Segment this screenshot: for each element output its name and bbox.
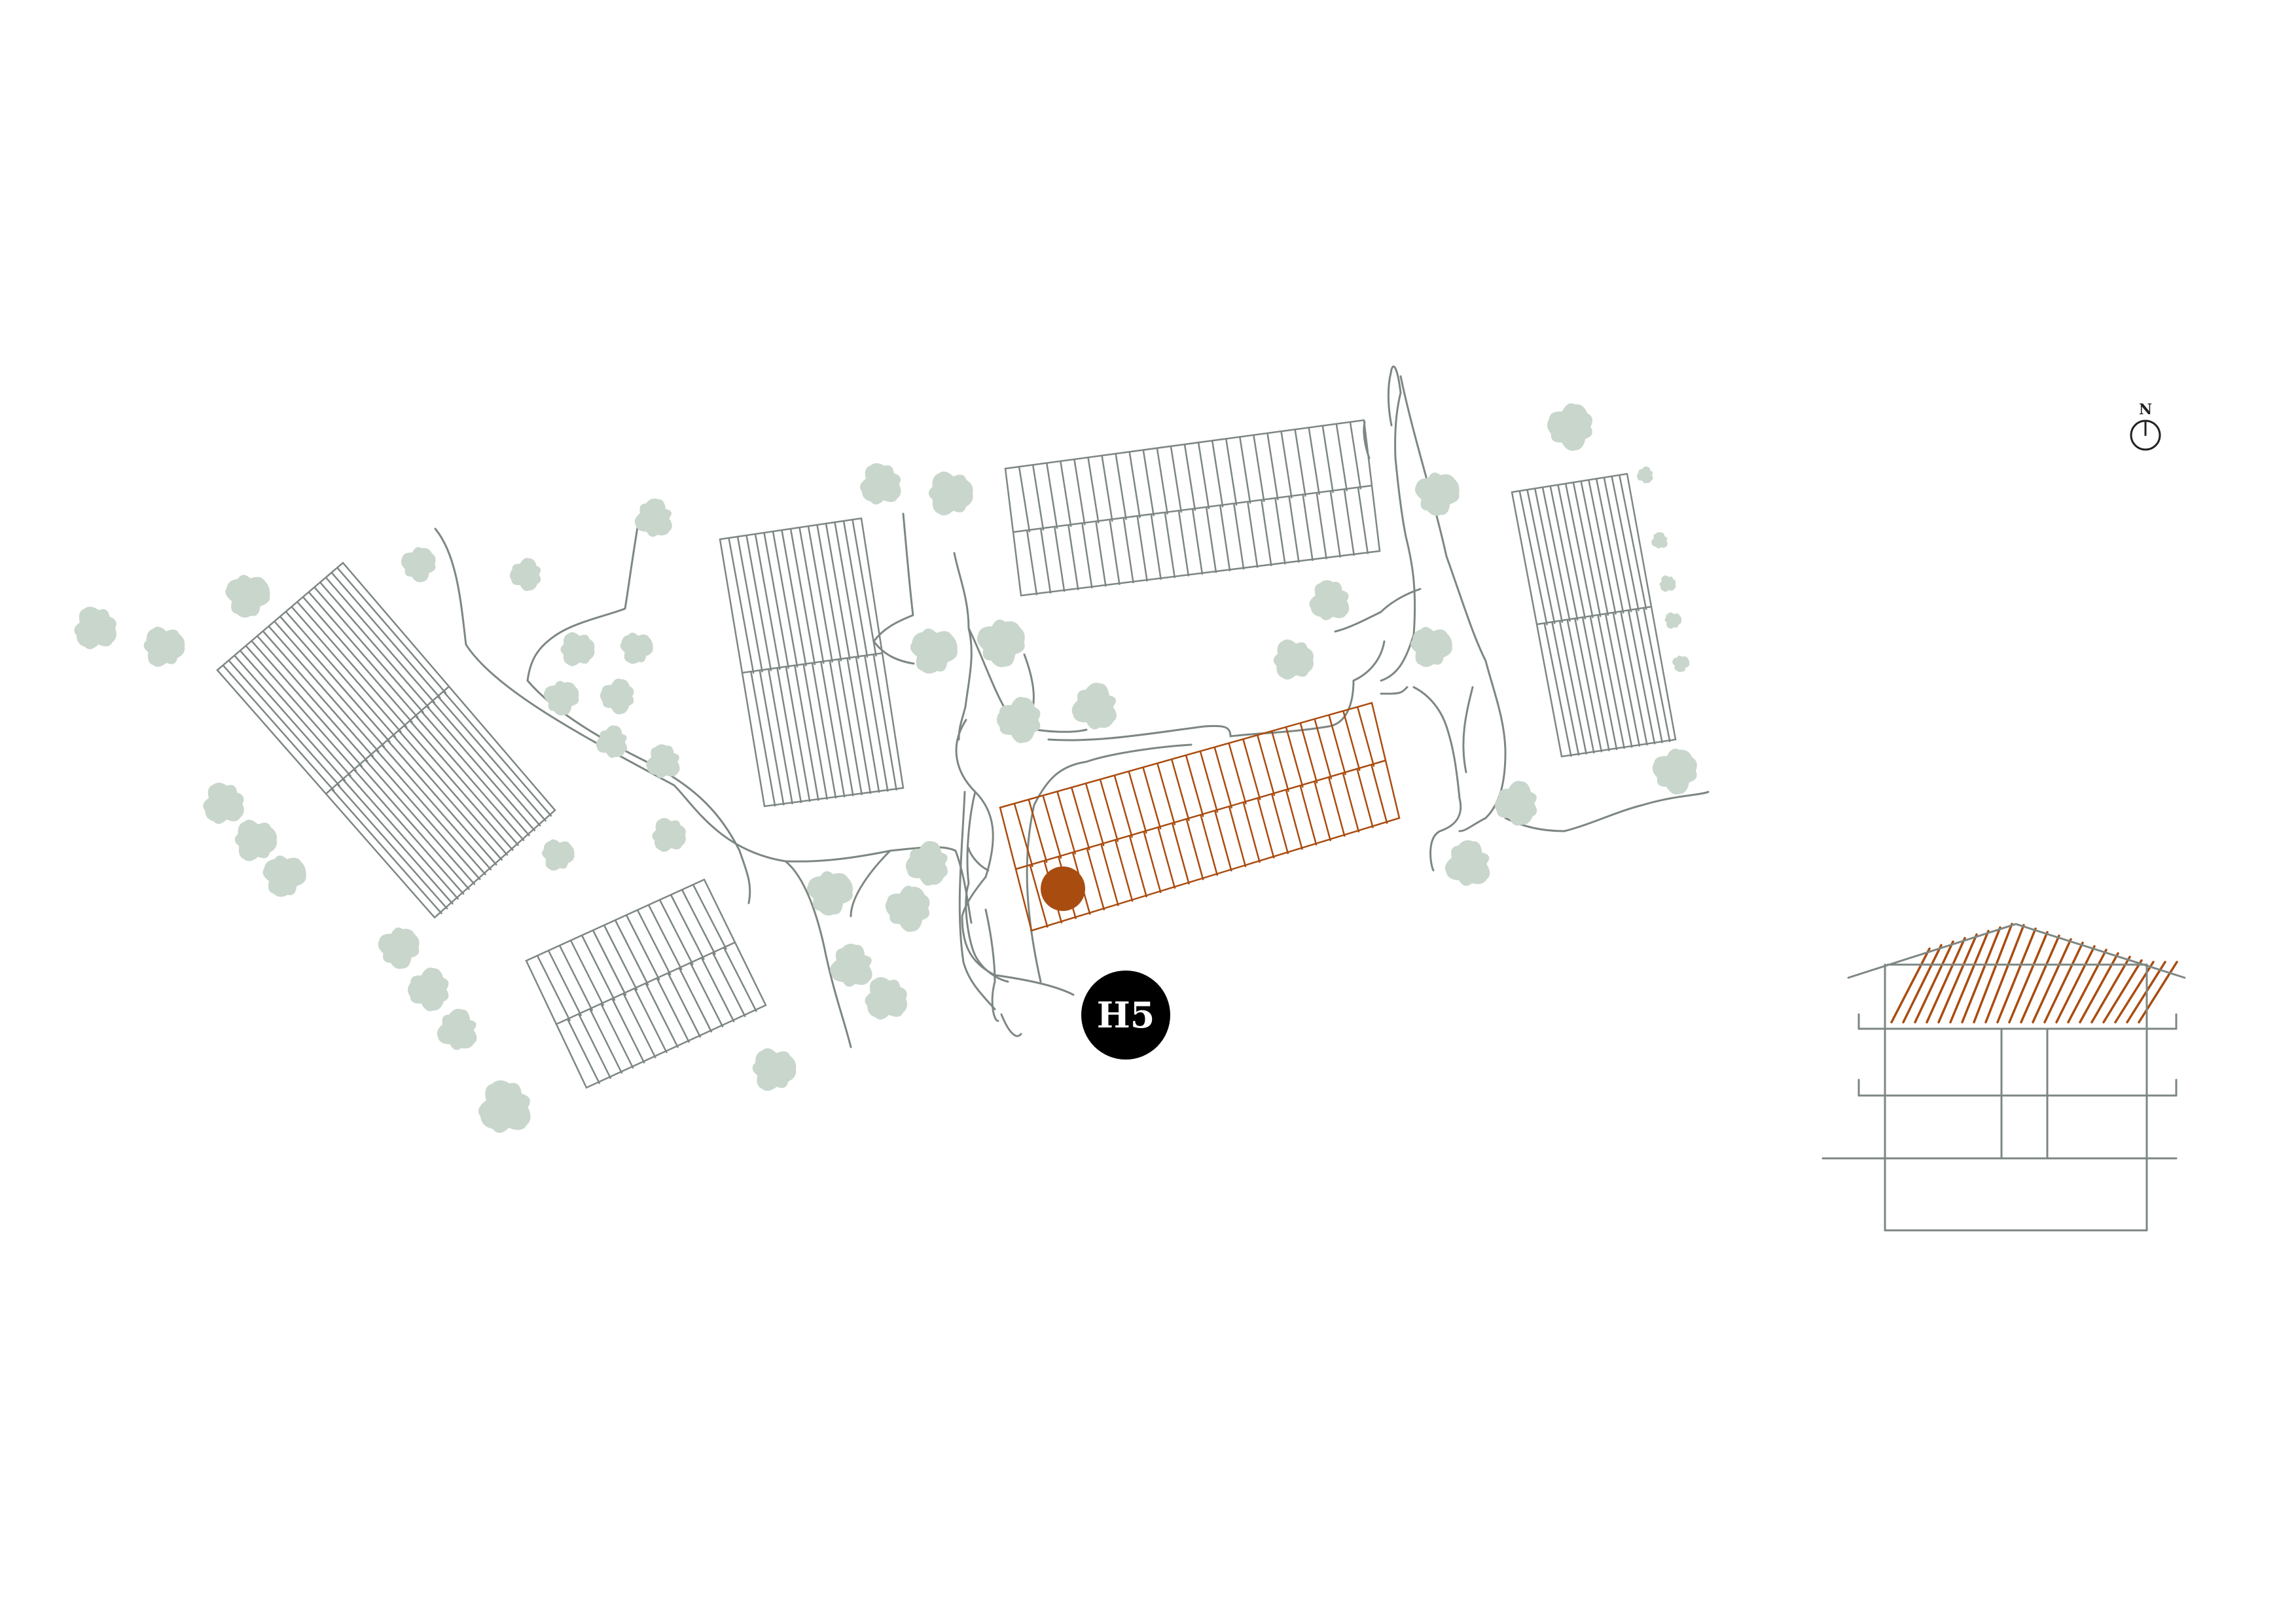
tree-icon — [865, 976, 907, 1020]
tree-icon — [437, 1008, 477, 1050]
path — [434, 527, 973, 924]
tree-icon — [1494, 781, 1537, 826]
tree-icon — [807, 871, 853, 916]
tree-icon — [830, 944, 872, 987]
north-label: N — [2139, 401, 2152, 418]
tree-icon — [1659, 575, 1676, 592]
tree-icon — [859, 463, 901, 505]
tree-icon — [407, 967, 449, 1012]
tree-icon — [401, 546, 436, 582]
path — [1390, 365, 1416, 636]
tree-icon — [1652, 748, 1697, 794]
path — [1026, 760, 1088, 983]
tree-icon — [1309, 580, 1350, 620]
section-diagram — [1821, 923, 2186, 1232]
north-arrow: N — [2130, 401, 2161, 451]
path — [961, 876, 1075, 996]
tree-icon — [1636, 466, 1653, 484]
building-block — [719, 517, 905, 808]
path — [965, 791, 1009, 983]
tree-icon — [1672, 655, 1690, 672]
building-block — [1004, 419, 1381, 597]
tree-icon — [560, 632, 595, 666]
tree-icon — [478, 1080, 531, 1133]
highlighted-building — [999, 702, 1401, 932]
tree-icon — [1664, 612, 1682, 629]
tree-icon — [378, 927, 420, 969]
tree-icon — [910, 628, 958, 674]
building-block — [216, 562, 556, 919]
tree-icon — [234, 819, 277, 861]
tree-icon — [977, 619, 1025, 668]
tree-icon — [752, 1048, 797, 1091]
path — [1380, 686, 1408, 695]
path — [1229, 679, 1355, 738]
path — [1380, 633, 1415, 682]
tree-icon — [652, 817, 686, 852]
tree-icon — [596, 725, 628, 758]
tree-icon — [1651, 532, 1668, 549]
path — [1412, 686, 1462, 872]
path — [967, 847, 990, 872]
paths-layer — [434, 365, 1710, 1048]
tree-icon — [634, 498, 672, 537]
tree-icon — [1444, 840, 1490, 886]
building-block — [1511, 473, 1677, 758]
tree-icon — [600, 678, 634, 715]
path — [1504, 791, 1710, 832]
tree-icon — [143, 626, 185, 667]
tree-icon — [1547, 403, 1592, 451]
tree-icon — [620, 632, 653, 664]
path — [784, 860, 852, 1048]
tree-icon — [203, 782, 244, 824]
path — [984, 908, 999, 1022]
building-block-h5 — [999, 702, 1401, 932]
tree-icon — [542, 839, 575, 871]
unit-marker-icon — [1041, 866, 1085, 911]
tree-icon — [885, 885, 930, 932]
path — [1387, 372, 1393, 427]
badge-label: H5 — [1097, 994, 1155, 1036]
tree-icon — [262, 855, 306, 897]
path — [1352, 640, 1386, 682]
path — [953, 552, 973, 741]
tree-icon — [225, 575, 270, 618]
trees-layer — [74, 403, 1697, 1133]
buildings-layer — [216, 419, 1677, 1089]
building-block — [525, 878, 767, 1089]
tree-icon — [1414, 473, 1460, 516]
path — [1334, 588, 1422, 633]
tree-icon — [646, 744, 680, 779]
path — [850, 849, 891, 918]
tree-icon — [509, 558, 541, 592]
path — [526, 522, 751, 904]
tree-icon — [996, 696, 1041, 743]
building-badge: H5 — [1081, 971, 1170, 1060]
path — [1047, 724, 1232, 741]
tree-icon — [928, 471, 973, 516]
path — [872, 640, 915, 665]
north-arrow-icon — [2130, 419, 2161, 451]
path — [1399, 375, 1507, 832]
tree-icon — [1071, 683, 1117, 730]
tree-icon — [543, 681, 579, 716]
path — [1462, 686, 1474, 774]
path — [958, 791, 996, 1010]
tree-icon — [1410, 626, 1452, 668]
tree-icon — [74, 606, 117, 649]
path — [1085, 743, 1193, 763]
tree-icon — [1273, 639, 1314, 680]
tree-icon — [905, 841, 948, 886]
path — [1000, 1013, 1022, 1037]
path — [872, 512, 914, 643]
